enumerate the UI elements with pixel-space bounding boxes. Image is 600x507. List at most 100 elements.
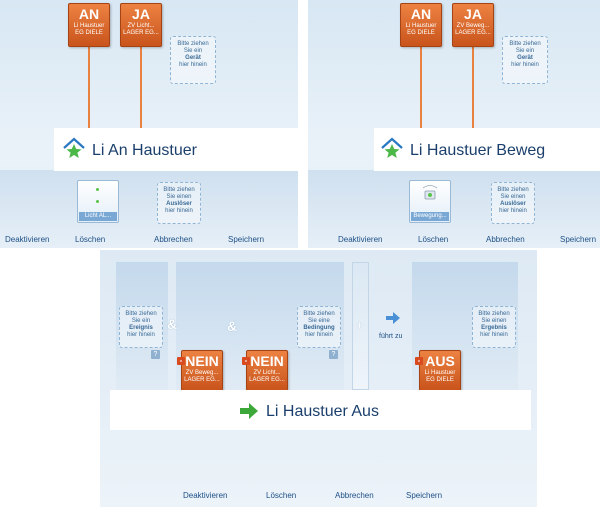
add-column-slot[interactable] bbox=[352, 262, 369, 390]
deactivate-button[interactable]: Deaktivieren bbox=[183, 491, 228, 500]
remove-icon[interactable]: - bbox=[242, 357, 250, 365]
tile-state: JA bbox=[132, 6, 150, 22]
tile-device-room: LAGER EG... bbox=[249, 377, 285, 383]
leads-to-label: führt zu bbox=[379, 333, 403, 340]
drop-zone-result[interactable]: Bitte ziehen Sie einen Ergebnis hier hin… bbox=[472, 306, 516, 348]
arrow-right-green-icon bbox=[240, 403, 258, 419]
tile-state: NEIN bbox=[185, 353, 219, 369]
tile-device-room: EG DIELE bbox=[407, 30, 435, 36]
tile-device-room: LAGER EG... bbox=[455, 30, 491, 36]
and-operator: & bbox=[227, 318, 238, 334]
device-tile-an[interactable]: AN Li Haustuer EG DIELE bbox=[68, 3, 110, 47]
rule-title-bar bbox=[110, 390, 531, 430]
result-tile-aus[interactable]: AUS Li Haustuer EG DIELE bbox=[419, 350, 461, 391]
condition-tile-nein[interactable]: NEIN ZV Beweg... LAGER EG... bbox=[181, 350, 223, 391]
remove-icon[interactable]: - bbox=[415, 357, 423, 365]
condition-tile-nein[interactable]: NEIN ZV Licht... LAGER EG... bbox=[246, 350, 288, 391]
drop-text-bold: Gerät bbox=[185, 55, 201, 61]
trigger-device-tile[interactable]: Bewegung... bbox=[409, 180, 451, 223]
save-button[interactable]: Speichern bbox=[406, 491, 443, 500]
rule-title-bar bbox=[374, 128, 600, 171]
drop-zone-trigger[interactable]: Bitte ziehen Sie einen Auslöser hier hin… bbox=[491, 182, 535, 224]
trigger-area bbox=[308, 170, 600, 248]
tile-device-name: Li Haustuer bbox=[73, 23, 105, 29]
drop-text: Bitte ziehen bbox=[177, 41, 209, 47]
delete-button[interactable]: Löschen bbox=[418, 235, 449, 244]
indicator-dot bbox=[96, 188, 99, 191]
drop-zone-trigger[interactable]: Bitte ziehen Sie einen Auslöser hier hin… bbox=[157, 182, 201, 224]
delete-button[interactable]: Löschen bbox=[75, 235, 106, 244]
rule-title-bar bbox=[54, 128, 298, 171]
drop-zone-device[interactable]: Bitte ziehen Sie ein Gerät hier hinein bbox=[170, 36, 216, 84]
cancel-button[interactable]: Abbrechen bbox=[335, 491, 374, 500]
drop-text: hier hinein bbox=[305, 332, 333, 338]
drop-text-bold: Ergebnis bbox=[481, 325, 507, 331]
delete-button[interactable]: Löschen bbox=[266, 491, 297, 500]
drop-text: hier hinein bbox=[165, 208, 193, 214]
connector-line bbox=[420, 44, 422, 129]
device-tile-ja[interactable]: JA ZV Beweg... LAGER EG... bbox=[452, 3, 494, 47]
trigger-device-tile[interactable]: Licht AL... bbox=[77, 180, 119, 223]
help-icon[interactable]: ? bbox=[151, 350, 160, 359]
tile-device-name: ZV Licht... bbox=[127, 23, 155, 29]
tile-device-room: EG DIELE bbox=[75, 30, 103, 36]
deactivate-button[interactable]: Deaktivieren bbox=[5, 235, 50, 244]
drop-text-bold: Auslöser bbox=[166, 201, 192, 207]
deactivate-button[interactable]: Deaktivieren bbox=[338, 235, 383, 244]
remove-icon[interactable]: - bbox=[177, 357, 185, 365]
rule-panel-li-an-haustuer: AN Li Haustuer EG DIELE JA ZV Licht... L… bbox=[0, 0, 298, 248]
drop-text: Bitte ziehen bbox=[497, 187, 529, 193]
tile-device-name: ZV Beweg... bbox=[456, 23, 490, 29]
tile-device-room: EG DIELE bbox=[426, 377, 454, 383]
rule-panel-li-haustuer-aus: Bitte ziehen Sie ein Ereignis hier hinei… bbox=[100, 250, 537, 507]
cancel-button[interactable]: Abbrechen bbox=[154, 235, 193, 244]
save-button[interactable]: Speichern bbox=[560, 235, 597, 244]
trigger-device-label: Bewegung... bbox=[411, 212, 449, 221]
drop-text-bold: Ereignis bbox=[129, 325, 153, 331]
drop-zone-condition[interactable]: Bitte ziehen Sie eine Bedingung hier hin… bbox=[297, 306, 341, 348]
device-tile-ja[interactable]: JA ZV Licht... LAGER EG... bbox=[120, 3, 162, 47]
drop-zone-event[interactable]: Bitte ziehen Sie ein Ereignis hier hinei… bbox=[119, 306, 163, 348]
drop-text: Bitte ziehen bbox=[125, 311, 157, 317]
tile-device-name: ZV Licht... bbox=[253, 370, 281, 376]
arrow-right-blue-icon bbox=[386, 312, 400, 324]
drop-text: hier hinein bbox=[511, 62, 539, 68]
drop-text: Sie einen bbox=[166, 194, 192, 200]
trigger-area bbox=[0, 170, 298, 248]
drop-text: Sie eine bbox=[308, 318, 330, 324]
rule-panel-li-haustuer-beweg: AN Li Haustuer EG DIELE JA ZV Beweg... L… bbox=[308, 0, 600, 248]
tile-state: AUS bbox=[425, 353, 455, 369]
and-operator: & bbox=[167, 316, 178, 332]
tile-state: NEIN bbox=[250, 353, 284, 369]
connector-line bbox=[88, 44, 90, 129]
cancel-button[interactable]: Abbrechen bbox=[486, 235, 525, 244]
help-icon[interactable]: ? bbox=[329, 350, 338, 359]
device-tile-an[interactable]: AN Li Haustuer EG DIELE bbox=[400, 3, 442, 47]
tile-device-name: ZV Beweg... bbox=[185, 370, 219, 376]
rule-title: Li An Haustuer bbox=[92, 142, 197, 159]
tile-device-room: LAGER EG... bbox=[184, 377, 220, 383]
drop-text: hier hinein bbox=[179, 62, 207, 68]
drop-text: Sie einen bbox=[481, 318, 507, 324]
drop-text: Sie ein bbox=[515, 48, 535, 54]
drop-text: Bitte ziehen bbox=[509, 41, 541, 47]
add-icon[interactable]: + bbox=[356, 318, 364, 332]
tile-device-room: LAGER EG... bbox=[123, 30, 159, 36]
drop-text: Sie ein bbox=[183, 48, 203, 54]
tile-device-name: Li Haustuer bbox=[424, 370, 456, 376]
drop-text: Bitte ziehen bbox=[478, 311, 510, 317]
trigger-device-label: Licht AL... bbox=[79, 212, 117, 221]
drop-text-bold: Auslöser bbox=[500, 201, 526, 207]
home-star-icon bbox=[381, 137, 403, 158]
drop-text: hier hinein bbox=[499, 208, 527, 214]
drop-text: Sie einen bbox=[500, 194, 526, 200]
connector-line bbox=[140, 44, 142, 129]
event-column bbox=[116, 262, 168, 390]
tile-state: JA bbox=[464, 6, 482, 22]
drop-text-bold: Bedingung bbox=[303, 325, 335, 331]
rule-title: Li Haustuer Beweg bbox=[410, 142, 546, 159]
save-button[interactable]: Speichern bbox=[228, 235, 265, 244]
motion-sensor-icon bbox=[422, 185, 438, 200]
indicator-dot bbox=[96, 200, 99, 203]
drop-zone-device[interactable]: Bitte ziehen Sie ein Gerät hier hinein bbox=[502, 36, 548, 84]
